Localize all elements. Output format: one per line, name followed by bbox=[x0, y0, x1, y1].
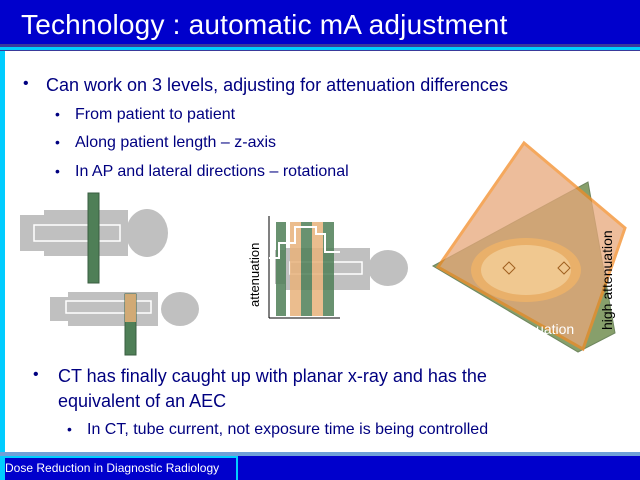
bullet-bottom-1-cont: equivalent of an AEC bbox=[58, 391, 227, 411]
footer-shadow bbox=[0, 452, 640, 456]
bullet-dot: • bbox=[55, 163, 60, 179]
bullet-top-1: Can work on 3 levels, adjusting for atte… bbox=[46, 75, 508, 95]
graph-band-3 bbox=[301, 222, 312, 316]
graph-band-2 bbox=[290, 222, 301, 316]
rotational-diagram bbox=[431, 140, 627, 353]
patient-figure-2 bbox=[50, 292, 199, 356]
patient-2-arm bbox=[65, 300, 152, 314]
scan-band-peach-2 bbox=[125, 294, 136, 322]
graph-band-4 bbox=[312, 222, 323, 316]
graph-band-1 bbox=[276, 222, 286, 316]
bullet-top-4: In AP and lateral directions – rotationa… bbox=[75, 163, 349, 180]
high-attenuation-label: high attenuation bbox=[599, 230, 615, 330]
bullet-dot: • bbox=[55, 134, 60, 150]
bullet-dot: • bbox=[33, 366, 39, 383]
patient-3-head bbox=[368, 250, 408, 286]
patient-2-torso bbox=[68, 292, 158, 326]
patient-inner bbox=[481, 245, 571, 295]
footer-bar bbox=[0, 456, 238, 480]
bullet-bottom-1: CT has finally caught up with planar x-r… bbox=[58, 366, 487, 386]
patient-1-arm bbox=[33, 224, 121, 242]
footer-text: Dose Reduction in Diagnostic Radiology bbox=[5, 461, 220, 475]
organ-left bbox=[502, 261, 516, 275]
graph-ylabel: attenuation bbox=[247, 243, 262, 307]
patient-2-head bbox=[161, 292, 199, 326]
organ-right bbox=[557, 261, 571, 275]
low-attenuation-label: low attenuation bbox=[480, 321, 574, 337]
bullet-dot: • bbox=[55, 106, 60, 122]
attenuation-profile bbox=[269, 226, 340, 259]
patient-figure-1 bbox=[20, 192, 168, 284]
title-bar: Technology : automatic mA adjustment bbox=[0, 0, 640, 50]
bullet-dot: • bbox=[23, 75, 29, 92]
bullet-bottom-2: In CT, tube current, not exposure time i… bbox=[87, 421, 489, 438]
graph-band-5 bbox=[323, 222, 334, 316]
bullet-top-3: Along patient length – z-axis bbox=[75, 134, 277, 151]
patient-2-legs bbox=[50, 297, 70, 321]
patient-1-head bbox=[126, 209, 168, 257]
title-underline bbox=[0, 47, 640, 50]
patient-1-torso bbox=[44, 210, 128, 256]
left-accent-strip bbox=[0, 0, 5, 480]
scan-band-green-1 bbox=[87, 192, 100, 284]
patient-figure-3 bbox=[268, 216, 408, 319]
slide-title: Technology : automatic mA adjustment bbox=[21, 9, 508, 40]
patient-1-legs bbox=[20, 215, 46, 251]
bullet-top-2: From patient to patient bbox=[75, 106, 236, 123]
bullet-dot: • bbox=[67, 421, 72, 437]
